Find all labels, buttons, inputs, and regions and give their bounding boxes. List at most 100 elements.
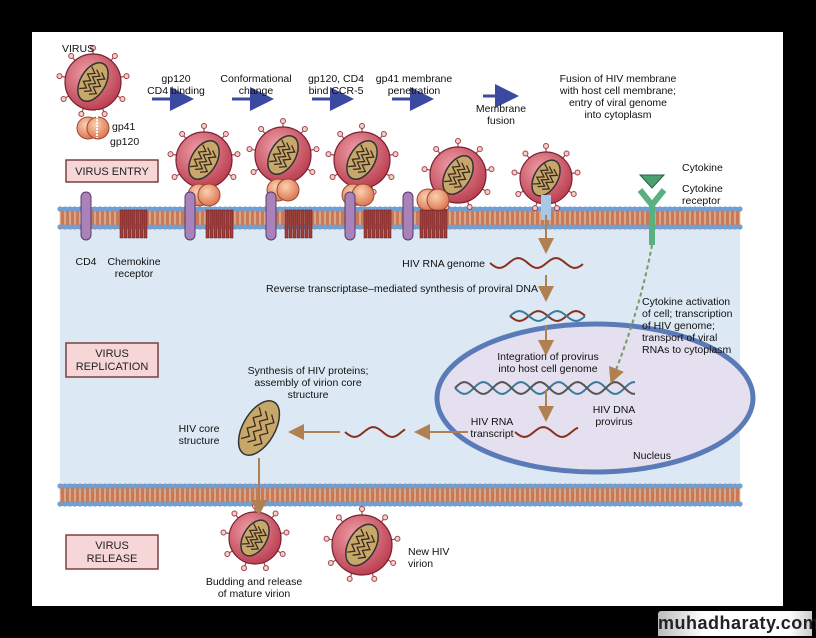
rna-strand xyxy=(274,142,291,166)
svg-text:VIRUS: VIRUS xyxy=(95,540,129,552)
process-arrows xyxy=(251,215,653,516)
rna-strand xyxy=(357,534,376,559)
svg-text:HIV RNA genome: HIV RNA genome xyxy=(402,258,485,270)
gp120 xyxy=(197,183,221,207)
rna-strand xyxy=(347,528,365,553)
rna-strand xyxy=(241,523,258,545)
svg-text:structure: structure xyxy=(288,389,329,401)
virus-label: VIRUS xyxy=(62,43,94,55)
svg-text:Integration of provirus: Integration of provirus xyxy=(497,351,599,363)
svg-text:Cytokine activation: Cytokine activation xyxy=(642,296,730,308)
svg-text:gp120: gp120 xyxy=(161,73,190,85)
svg-text:into host cell genome: into host cell genome xyxy=(498,363,597,375)
rna-strand xyxy=(353,147,370,171)
svg-text:Conformational: Conformational xyxy=(220,73,291,85)
stage-replication: VIRUS REPLICATION xyxy=(65,342,159,378)
svg-text:RNAs to cytoplasm: RNAs to cytoplasm xyxy=(642,344,732,356)
hiv-rna-cytoplasm xyxy=(344,426,406,439)
svg-text:Reverse transcriptase–mediated: Reverse transcriptase–mediated synthesis… xyxy=(266,283,538,295)
svg-text:New HIV: New HIV xyxy=(408,546,449,558)
host-dna-b xyxy=(454,380,636,396)
hiv-rna-genome xyxy=(489,256,584,270)
svg-text:REPLICATION: REPLICATION xyxy=(76,361,149,373)
virus-step-2 xyxy=(246,118,320,202)
svg-text:into cytoplasm: into cytoplasm xyxy=(584,109,651,121)
rna-strand xyxy=(542,168,559,190)
svg-text:with host cell membrane;: with host cell membrane; xyxy=(559,85,676,97)
rna-strand xyxy=(195,147,212,171)
svg-text:penetration: penetration xyxy=(388,85,441,97)
chemokine-receptor xyxy=(119,209,148,239)
rna-strand xyxy=(453,165,471,188)
rna-strand xyxy=(251,528,268,550)
cd4-receptor xyxy=(344,191,356,241)
rna-strand xyxy=(247,410,269,443)
svg-text:of mature virion: of mature virion xyxy=(218,588,291,600)
svg-text:assembly of virion core: assembly of virion core xyxy=(254,377,362,389)
proviral-dna-b xyxy=(509,309,586,323)
svg-text:VIRUS: VIRUS xyxy=(95,348,129,360)
svg-text:bind CCR-5: bind CCR-5 xyxy=(309,85,364,97)
svg-text:gp41 membrane: gp41 membrane xyxy=(376,73,453,85)
chemokine-receptor xyxy=(205,209,234,239)
rna-strand xyxy=(444,159,461,183)
watermark: muhadharaty.com xyxy=(658,611,816,636)
cd4-receptor xyxy=(402,191,414,241)
chemokine-receptor xyxy=(284,209,313,239)
gp41-label: gp41 xyxy=(112,121,136,133)
stage-entry: VIRUS ENTRY xyxy=(65,159,159,183)
fusion-pore xyxy=(541,195,551,220)
gp120-label: gp120 xyxy=(110,136,139,148)
rna-strand xyxy=(532,163,549,185)
cd4-receptor xyxy=(80,191,92,241)
svg-text:HIV core: HIV core xyxy=(179,423,220,435)
svg-text:Cytokine: Cytokine xyxy=(682,162,723,174)
rna-strand xyxy=(246,526,263,548)
rna-strand xyxy=(199,150,217,173)
svg-text:structure: structure xyxy=(179,435,220,447)
rna-strand xyxy=(240,407,263,440)
rna-strand xyxy=(190,144,207,168)
virus-step-3 xyxy=(325,123,399,207)
svg-text:provirus: provirus xyxy=(595,416,632,428)
svg-text:Fusion of HIV membrane: Fusion of HIV membrane xyxy=(560,73,677,85)
rna-strand xyxy=(352,531,371,556)
svg-text:virion: virion xyxy=(408,558,433,570)
step-arrows xyxy=(152,84,519,111)
rna-strand xyxy=(253,414,275,447)
chemokine-receptor xyxy=(363,209,392,239)
svg-text:Budding and release: Budding and release xyxy=(206,576,302,588)
gp120 xyxy=(276,178,300,202)
svg-text:Membrane: Membrane xyxy=(476,103,526,115)
svg-text:receptor: receptor xyxy=(682,195,721,207)
virus-step-4 xyxy=(416,138,495,212)
hiv-core-structure xyxy=(237,400,281,456)
bottom-membrane xyxy=(57,483,743,507)
cytokine-receptor xyxy=(637,188,667,245)
stage-entry-label: VIRUS ENTRY xyxy=(75,166,149,178)
svg-text:Synthesis of HIV proteins;: Synthesis of HIV proteins; xyxy=(248,365,369,377)
rna-strand xyxy=(357,150,375,173)
stage-release: VIRUS RELEASE xyxy=(65,534,159,570)
svg-text:CD4 binding: CD4 binding xyxy=(147,85,205,97)
cytokine xyxy=(638,174,666,189)
svg-text:change: change xyxy=(239,85,274,97)
svg-text:of cell; transcription: of cell; transcription xyxy=(642,308,733,320)
svg-text:Nucleus: Nucleus xyxy=(633,450,671,462)
virus-step-1 xyxy=(167,123,241,207)
svg-text:transport of viral: transport of viral xyxy=(642,332,717,344)
chemokine-receptor xyxy=(419,209,448,239)
top-membrane xyxy=(57,206,743,230)
svg-text:entry of viral genome: entry of viral genome xyxy=(569,97,667,109)
svg-text:Cytokine: Cytokine xyxy=(682,183,723,195)
svg-text:transcript: transcript xyxy=(470,428,513,440)
diagram-panel: VIRUS ENTRY VIRUS REPLICATION VIRUS RELE… xyxy=(32,32,783,606)
svg-text:HIV DNA: HIV DNA xyxy=(593,404,636,416)
svg-text:CD4: CD4 xyxy=(75,256,96,268)
rna-strand xyxy=(79,66,96,90)
svg-text:HIV RNA: HIV RNA xyxy=(471,416,514,428)
svg-text:Chemokine: Chemokine xyxy=(107,256,160,268)
svg-text:gp120, CD4: gp120, CD4 xyxy=(308,73,364,85)
rna-strand xyxy=(278,145,296,168)
